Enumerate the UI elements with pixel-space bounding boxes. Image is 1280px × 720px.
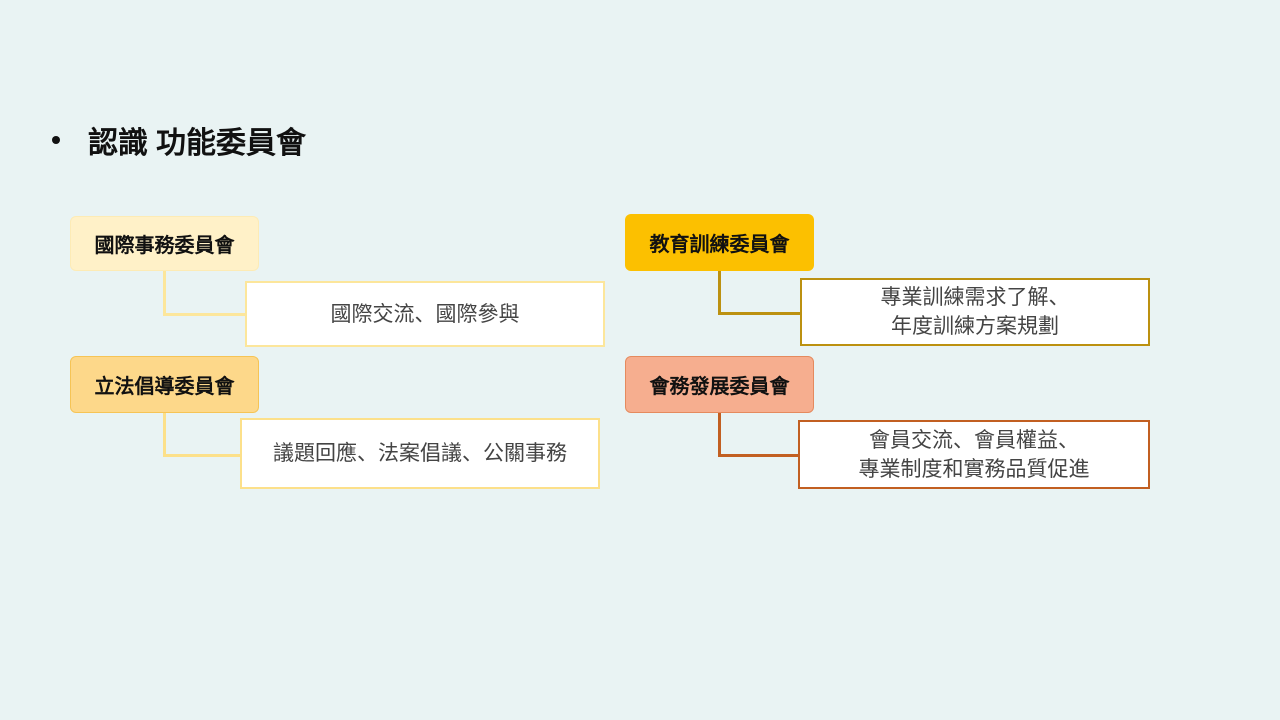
- connector-line: [163, 454, 242, 457]
- committee-header: 國際事務委員會: [70, 216, 259, 271]
- connector-line: [718, 271, 721, 315]
- connector-line: [718, 413, 721, 457]
- bullet-icon: [52, 136, 60, 144]
- committee-header: 教育訓練委員會: [625, 214, 814, 271]
- connector-line: [163, 313, 246, 316]
- title-text: 認識功能委員會: [88, 118, 306, 162]
- committee-header: 會務發展委員會: [625, 356, 814, 413]
- description-line: 專業制度和實務品質促進: [858, 456, 1090, 481]
- description-line: 年度訓練方案規劃: [891, 314, 1059, 338]
- description-line: 國際交流、國際參與: [330, 301, 520, 326]
- description-line: 議題回應、法案倡議、公關事務: [273, 441, 567, 465]
- description-line: 專業訓練需求了解、: [880, 285, 1070, 309]
- committee-description: 專業訓練需求了解、 年度訓練方案規劃: [800, 278, 1150, 346]
- connector-line: [718, 454, 800, 457]
- title-part-1: 認識: [88, 126, 148, 161]
- title-part-2: 功能委員會: [156, 126, 306, 161]
- description-line: 會員交流、會員權益、: [869, 427, 1079, 452]
- slide-title: 認識功能委員會: [52, 118, 306, 162]
- connector-line: [718, 312, 802, 315]
- committee-description: 議題回應、法案倡議、公關事務: [240, 418, 600, 489]
- connector-line: [163, 271, 166, 316]
- connector-line: [163, 413, 166, 457]
- committee-description: 國際交流、國際參與: [245, 281, 605, 347]
- committee-description: 會員交流、會員權益、 專業制度和實務品質促進: [798, 420, 1150, 489]
- committee-header: 立法倡導委員會: [70, 356, 259, 413]
